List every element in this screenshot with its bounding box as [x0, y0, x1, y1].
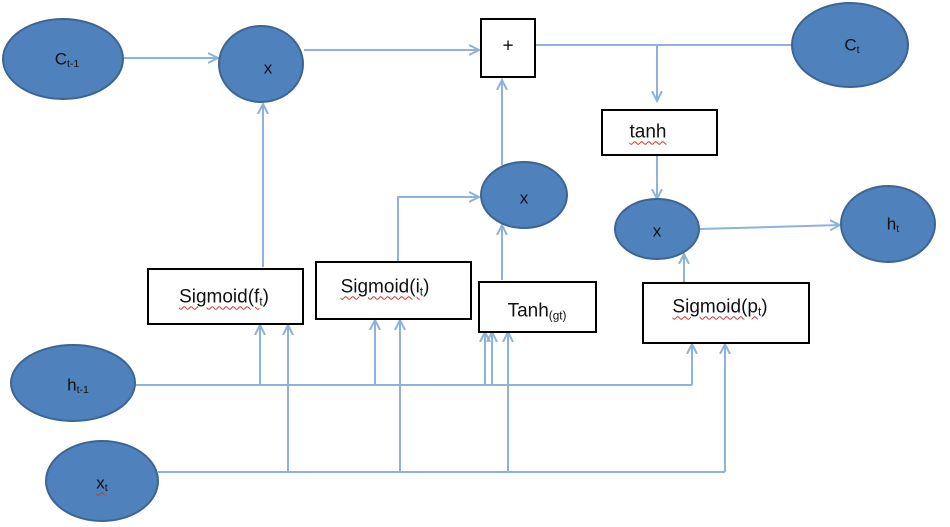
edge-mult-output-to-ht [699, 225, 840, 229]
node-c-t [791, 2, 909, 88]
label-sigmoid-f: Sigmoid(ft) [179, 286, 269, 309]
label-h-prev: ht-1 [67, 375, 89, 397]
label-mult-output: x [652, 221, 662, 241]
label-sigmoid-i: Sigmoid(it) [340, 276, 430, 299]
node-tanh [601, 109, 718, 156]
label-tanh-g: Tanh(gt) [507, 300, 567, 323]
label-mult-forget: x [263, 58, 273, 78]
node-mult-output [614, 198, 700, 260]
nodes [2, 2, 936, 522]
edge-sigmoid-i-to-mult-input [397, 197, 479, 262]
label-mult-input: x [519, 188, 529, 208]
node-sigmoid-i [315, 261, 472, 320]
label-plus: + [502, 35, 514, 57]
edges [124, 45, 840, 473]
label-h-t: ht [886, 214, 900, 236]
label-x-t: xt [96, 473, 108, 495]
label-sigmoid-p: Sigmoid(pt) [672, 296, 768, 319]
node-h-prev [10, 344, 136, 422]
label-c-t: Ct [844, 35, 860, 57]
label-c-prev: Ct-1 [54, 49, 80, 71]
node-plus [480, 18, 536, 78]
node-c-prev [2, 18, 124, 100]
node-sigmoid-p [642, 282, 810, 344]
node-tanh-g [478, 281, 597, 333]
node-sigmoid-f [147, 268, 304, 325]
node-mult-input [480, 161, 568, 229]
node-h-t [840, 185, 936, 263]
label-tanh: tanh [629, 121, 667, 143]
node-mult-forget [218, 25, 304, 103]
node-x-t [45, 440, 159, 522]
